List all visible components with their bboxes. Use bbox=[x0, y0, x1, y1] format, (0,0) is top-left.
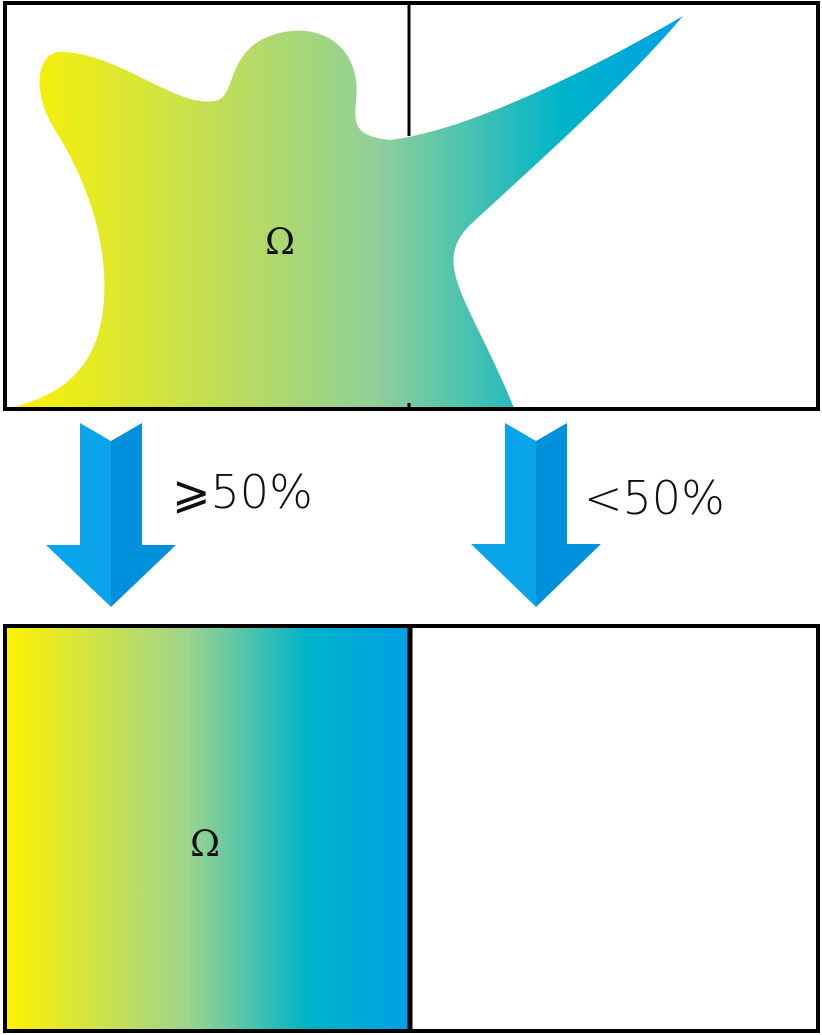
top-panel-frame bbox=[3, 1, 820, 411]
top-panel: Ω bbox=[3, 1, 820, 411]
left-arrow-right-half bbox=[111, 423, 176, 607]
right-down-arrow bbox=[471, 423, 601, 607]
right-arrow-left-half bbox=[471, 423, 536, 607]
right-arrow-right-half bbox=[536, 423, 601, 607]
left-arrow-label: ⩾50% bbox=[172, 465, 313, 519]
right-arrow-label: <50% bbox=[584, 471, 725, 525]
left-down-arrow bbox=[46, 423, 176, 607]
bottom-region-label: Ω bbox=[190, 824, 220, 865]
bottom-filled-cell bbox=[5, 626, 409, 1031]
bottom-panel: Ω bbox=[3, 624, 820, 1033]
omega-region-shape bbox=[8, 16, 683, 408]
left-arrow-left-half bbox=[46, 423, 111, 607]
top-region-label: Ω bbox=[265, 222, 295, 263]
